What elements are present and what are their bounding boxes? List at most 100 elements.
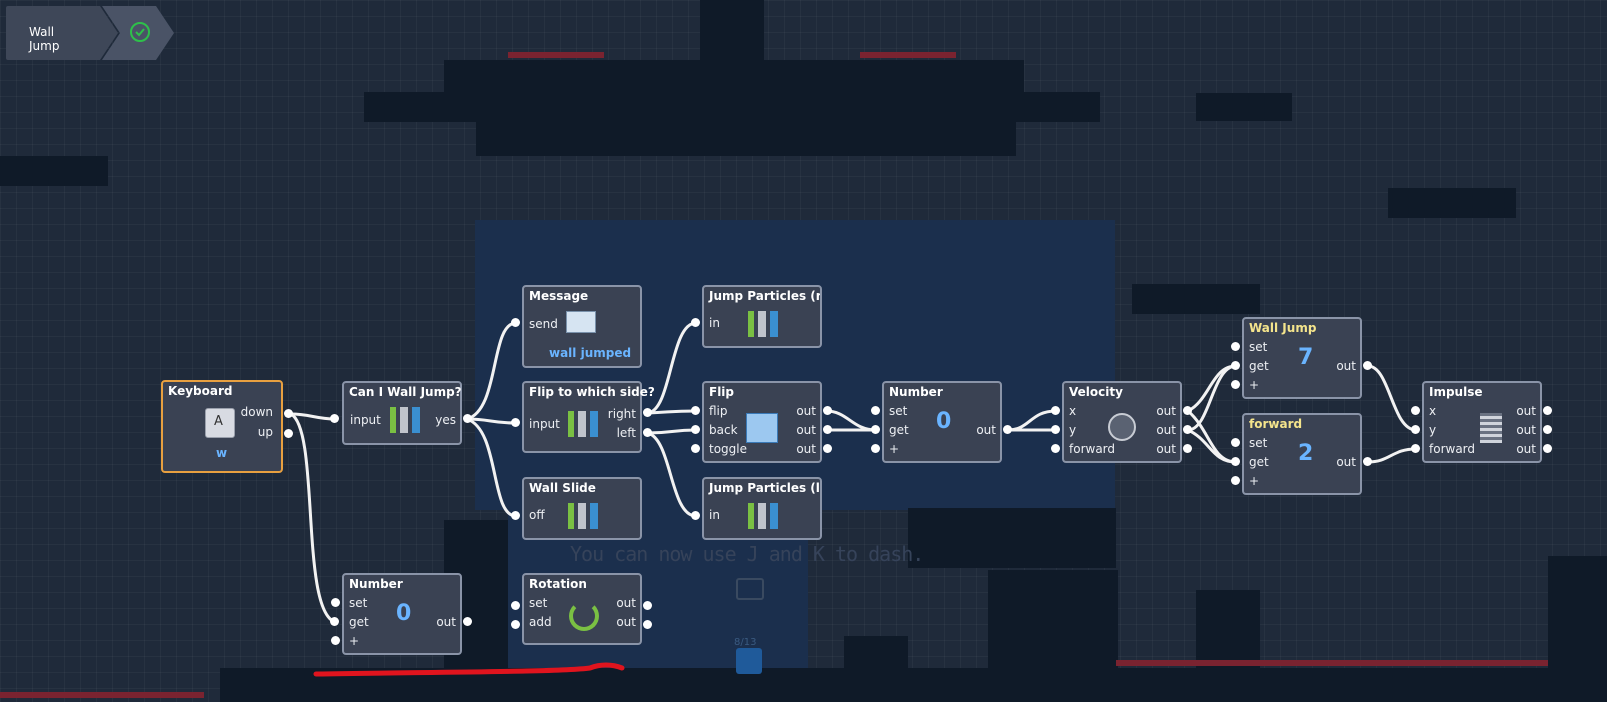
spikes bbox=[508, 52, 604, 58]
jump-particles-left-node[interactable]: Jump Particles (lef in bbox=[702, 477, 822, 540]
output-port[interactable] bbox=[463, 617, 472, 626]
node-title: Wall Slide bbox=[529, 481, 596, 495]
wire bbox=[290, 412, 336, 421]
input-port[interactable] bbox=[1231, 476, 1240, 485]
velocity-node[interactable]: Velocity x y forward out out out bbox=[1062, 381, 1182, 463]
input-port[interactable] bbox=[330, 414, 339, 423]
wire bbox=[1187, 409, 1237, 464]
input-port[interactable] bbox=[1231, 342, 1240, 351]
logic-blocks-icon bbox=[390, 407, 420, 433]
input-port[interactable] bbox=[1051, 425, 1060, 434]
port-label: out bbox=[796, 404, 816, 418]
number-value: 7 bbox=[1298, 345, 1314, 370]
output-port[interactable] bbox=[1183, 444, 1192, 453]
input-port[interactable] bbox=[691, 406, 700, 415]
output-port[interactable] bbox=[1183, 425, 1192, 434]
input-port[interactable] bbox=[871, 406, 880, 415]
input-port[interactable] bbox=[1231, 380, 1240, 389]
input-port[interactable] bbox=[871, 425, 880, 434]
output-port[interactable] bbox=[463, 414, 472, 423]
input-port[interactable] bbox=[1411, 444, 1420, 453]
input-port[interactable] bbox=[691, 318, 700, 327]
wire bbox=[647, 321, 697, 415]
input-port[interactable] bbox=[1231, 361, 1240, 370]
jump-particles-right-node[interactable]: Jump Particles (rig in bbox=[702, 285, 822, 348]
spikes bbox=[860, 52, 956, 58]
port-label: left bbox=[616, 426, 636, 440]
port-label: out bbox=[1156, 442, 1176, 456]
impulse-node[interactable]: Impulse x y forward out out out bbox=[1422, 381, 1542, 463]
output-port[interactable] bbox=[1363, 457, 1372, 466]
input-port[interactable] bbox=[691, 511, 700, 520]
output-port[interactable] bbox=[643, 601, 652, 610]
node-title: forward bbox=[1249, 417, 1303, 431]
terrain bbox=[1548, 556, 1607, 670]
wall-slide-node[interactable]: Wall Slide off bbox=[522, 477, 642, 540]
envelope-icon bbox=[566, 311, 596, 333]
flip-to-which-side-node[interactable]: Flip to which side? input right left bbox=[522, 381, 655, 453]
breadcrumb-level-title[interactable]: Wall Jump bbox=[29, 25, 60, 53]
input-port[interactable] bbox=[511, 601, 520, 610]
input-port[interactable] bbox=[330, 617, 339, 626]
output-port[interactable] bbox=[1003, 425, 1012, 434]
rotation-node[interactable]: Rotation set add out out bbox=[522, 573, 642, 645]
output-port[interactable] bbox=[643, 620, 652, 629]
output-port[interactable] bbox=[284, 429, 293, 438]
level-counter: 8/13 bbox=[734, 637, 757, 648]
output-port[interactable] bbox=[1543, 444, 1552, 453]
logic-blocks-icon bbox=[748, 311, 778, 337]
input-port[interactable] bbox=[331, 636, 340, 645]
input-port[interactable] bbox=[691, 444, 700, 453]
number-value: 0 bbox=[936, 409, 952, 434]
keyboard-key-value: w bbox=[216, 446, 228, 460]
port-label: toggle bbox=[709, 442, 747, 456]
port-label: set bbox=[349, 596, 368, 610]
input-port[interactable] bbox=[1411, 425, 1420, 434]
input-port[interactable] bbox=[511, 418, 520, 427]
output-port[interactable] bbox=[1183, 406, 1192, 415]
output-port[interactable] bbox=[643, 408, 652, 417]
output-port[interactable] bbox=[823, 406, 832, 415]
port-label: out bbox=[1516, 404, 1536, 418]
can-wall-jump-node[interactable]: Can I Wall Jump? input yes bbox=[342, 381, 462, 445]
terrain bbox=[1132, 284, 1260, 314]
speedometer-icon bbox=[1108, 413, 1136, 441]
port-label: + bbox=[889, 442, 900, 456]
number-node[interactable]: Number set get + 0 out bbox=[882, 381, 1002, 463]
wire bbox=[647, 428, 697, 435]
input-port[interactable] bbox=[511, 620, 520, 629]
terrain bbox=[1196, 93, 1292, 121]
port-label: in bbox=[709, 316, 720, 330]
input-port[interactable] bbox=[1411, 406, 1420, 415]
output-port[interactable] bbox=[823, 444, 832, 453]
output-port[interactable] bbox=[643, 428, 652, 437]
keyboard-node[interactable]: Keyboard A w down up bbox=[161, 380, 283, 473]
terrain bbox=[1196, 590, 1260, 670]
forward-number-node[interactable]: forward set get + 2 out bbox=[1242, 413, 1362, 495]
input-port[interactable] bbox=[1231, 457, 1240, 466]
output-port[interactable] bbox=[823, 425, 832, 434]
terrain bbox=[988, 570, 1118, 670]
input-port[interactable] bbox=[1231, 438, 1240, 447]
message-node[interactable]: Message send wall jumped bbox=[522, 285, 642, 368]
port-label: set bbox=[889, 404, 908, 418]
input-port[interactable] bbox=[511, 511, 520, 520]
input-port[interactable] bbox=[691, 425, 700, 434]
number-value: 0 bbox=[396, 601, 412, 626]
output-port[interactable] bbox=[284, 409, 293, 418]
port-label: input bbox=[350, 413, 381, 427]
port-label: get bbox=[349, 615, 369, 629]
input-port[interactable] bbox=[1051, 406, 1060, 415]
input-port[interactable] bbox=[1051, 444, 1060, 453]
input-port[interactable] bbox=[871, 444, 880, 453]
input-port[interactable] bbox=[511, 318, 520, 327]
input-port[interactable] bbox=[331, 598, 340, 607]
flip-node[interactable]: Flip flip back toggle out out out bbox=[702, 381, 822, 463]
output-port[interactable] bbox=[1543, 425, 1552, 434]
number-bottom-node[interactable]: Number set get + 0 out bbox=[342, 573, 462, 655]
output-port[interactable] bbox=[1543, 406, 1552, 415]
output-port[interactable] bbox=[1363, 361, 1372, 370]
wall-jump-number-node[interactable]: Wall Jump set get + 7 out bbox=[1242, 317, 1362, 399]
annotation-underline bbox=[313, 662, 625, 677]
port-label: + bbox=[1249, 378, 1260, 392]
